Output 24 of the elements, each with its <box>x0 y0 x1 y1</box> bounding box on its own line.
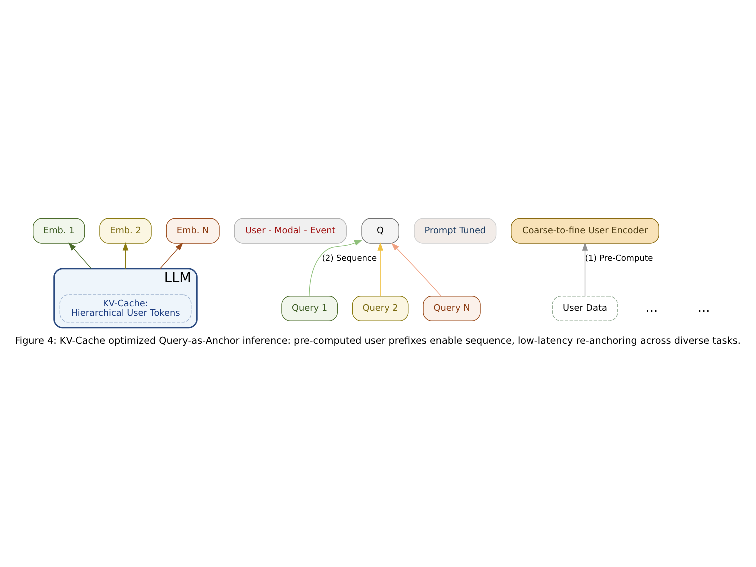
arrow <box>378 242 384 296</box>
arrow <box>392 242 442 296</box>
node-box: Q <box>362 218 400 244</box>
edge-label: (1) Pre-Compute <box>585 252 654 263</box>
node-box: KV-Cache: Hierarchical User Tokens <box>60 294 192 322</box>
node-box: Emb. 1 <box>33 218 86 244</box>
edge-label: (2) Sequence <box>322 252 378 263</box>
arrow <box>160 242 184 269</box>
arrow <box>309 240 363 296</box>
node-box: Coarse-to-fine User Encoder <box>511 218 660 244</box>
node-box: Emb. N <box>166 218 220 244</box>
node-box: User - Modal - Event <box>234 218 347 244</box>
node-box: Emb. 2 <box>100 218 152 244</box>
node-box: Query 1 <box>282 296 338 321</box>
label: … <box>646 300 658 314</box>
node-box: Query N <box>423 296 481 321</box>
arrow <box>68 242 92 269</box>
caption: Figure 4: KV-Cache optimized Query-as-Anchor inference: pre-computed user prefixes enable sequence, low-latency re-anchoring across diverse tasks. <box>15 335 741 346</box>
node-box: User Data <box>552 296 618 321</box>
node-box: Query 2 <box>352 296 409 321</box>
node-box: Prompt Tuned <box>414 218 497 244</box>
arrow <box>122 242 129 269</box>
label: … <box>698 300 710 314</box>
arrow <box>582 242 588 296</box>
